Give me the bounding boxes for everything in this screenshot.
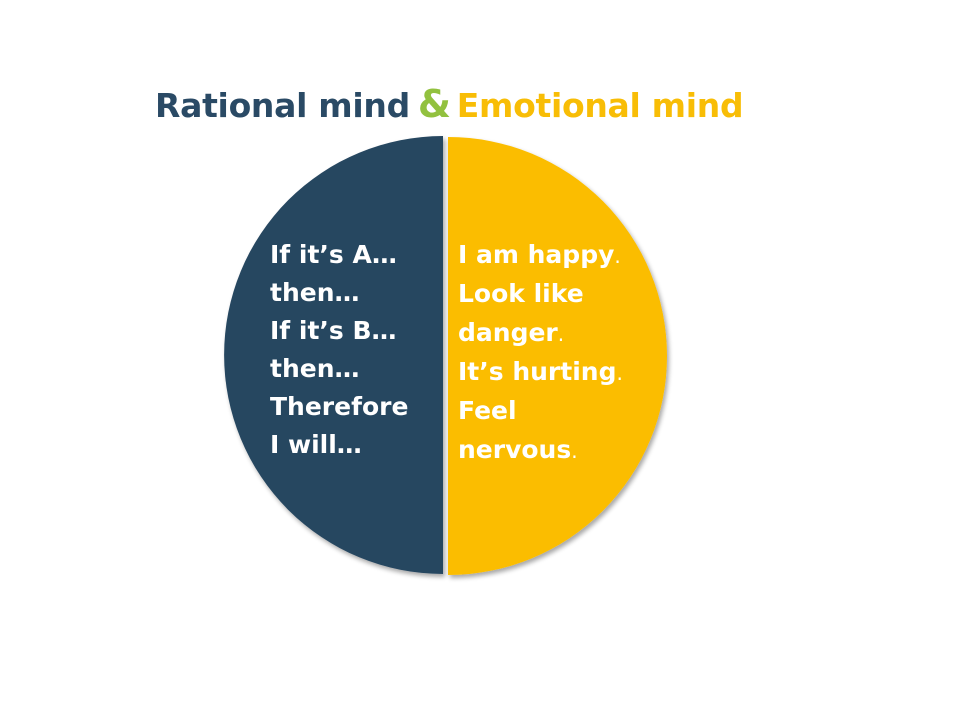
slide-title: Rational mind&Emotional mind <box>155 78 875 130</box>
emotional-line: Look like <box>458 275 623 314</box>
rational-line: then… <box>270 278 360 307</box>
emotional-mind-text: I am happy. Look like danger. It’s hurti… <box>458 236 623 470</box>
emotional-half <box>448 137 667 575</box>
emotional-line: danger. <box>458 314 623 353</box>
emotional-line-text: I am happy <box>458 240 615 269</box>
emotional-line-text: danger <box>458 318 558 347</box>
emotional-line-text: nervous <box>458 435 572 464</box>
rational-line: If it’s B… <box>270 316 397 345</box>
emotional-line-period: . <box>614 244 621 268</box>
rational-line: I will… <box>270 430 362 459</box>
emotional-line-text: Look like <box>458 279 584 308</box>
emotional-line: I am happy. <box>458 236 623 275</box>
rational-mind-text: If it’s A… then… If it’s B… then… Theref… <box>270 236 408 464</box>
rational-line: If it’s A… <box>270 240 397 269</box>
rational-line: Therefore <box>270 392 409 421</box>
emotional-line-text: It’s hurting <box>458 357 617 386</box>
title-ampersand: & <box>417 82 451 126</box>
emotional-line: nervous. <box>458 431 623 470</box>
title-rational-mind: Rational mind <box>155 86 410 125</box>
emotional-line-period: . <box>557 322 565 346</box>
emotional-line: Feel <box>458 392 623 431</box>
emotional-line-period: . <box>616 361 623 385</box>
title-emotional-mind: Emotional mind <box>456 86 744 125</box>
rational-half <box>224 136 443 574</box>
emotional-line-text: Feel <box>458 396 517 425</box>
emotional-line: It’s hurting. <box>458 353 623 392</box>
emotional-line-period: . <box>571 439 578 463</box>
rational-line: then… <box>270 354 360 383</box>
